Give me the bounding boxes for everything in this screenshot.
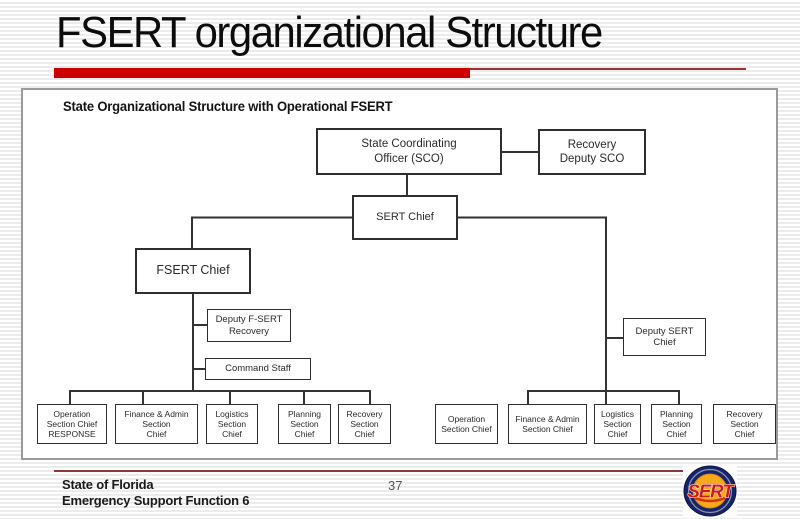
org-node-left-planning-section-chief: Planning Section Chief — [278, 404, 331, 444]
org-node-state-coordinating-officer: State Coordinating Officer (SCO) — [316, 128, 502, 175]
org-node-left-operation-section-chief: Operation Section Chief RESPONSE — [37, 404, 107, 444]
org-node-fsert-chief: FSERT Chief — [135, 248, 251, 294]
sert-logo: SERT — [683, 465, 737, 517]
slide-title: FSERT organizational Structure — [56, 8, 603, 57]
footer-text: State of Florida Emergency Support Funct… — [62, 477, 249, 509]
footer-line1: State of Florida — [62, 477, 154, 492]
org-node-left-logistics-section-chief: Logistics Section Chief — [206, 404, 258, 444]
title-accent-bar — [54, 68, 470, 78]
org-node-right-finance-admin-section-chief: Finance & Admin Section Chief — [508, 404, 587, 444]
title-accent-rule — [470, 68, 746, 70]
sert-logo-icon: SERT — [683, 465, 737, 517]
org-node-left-recovery-section-chief: Recovery Section Chief — [338, 404, 391, 444]
org-node-right-recovery-section-chief: Recovery Section Chief — [713, 404, 776, 444]
org-chart-panel: State Organizational Structure with Oper… — [21, 88, 778, 460]
svg-text:SERT: SERT — [687, 481, 735, 502]
org-connector-lines — [69, 151, 680, 404]
org-chart-heading: State Organizational Structure with Oper… — [63, 98, 393, 114]
page-number: 37 — [388, 478, 403, 493]
org-node-right-logistics-section-chief: Logistics Section Chief — [594, 404, 641, 444]
footer-line2: Emergency Support Function 6 — [62, 492, 250, 508]
footer-rule — [54, 470, 694, 472]
org-node-right-planning-section-chief: Planning Section Chief — [651, 404, 702, 444]
org-node-sert-chief: SERT Chief — [352, 195, 458, 240]
org-node-recovery-deputy-sco: Recovery Deputy SCO — [538, 129, 646, 175]
org-node-left-finance-admin-section-chief: Finance & Admin Section Chief — [115, 404, 198, 444]
org-node-deputy-sert-chief: Deputy SERT Chief — [623, 318, 706, 356]
org-node-command-staff: Command Staff — [205, 358, 311, 380]
org-node-right-operation-section-chief: Operation Section Chief — [435, 404, 498, 444]
org-node-deputy-fsert-recovery: Deputy F-SERT Recovery — [207, 309, 291, 342]
